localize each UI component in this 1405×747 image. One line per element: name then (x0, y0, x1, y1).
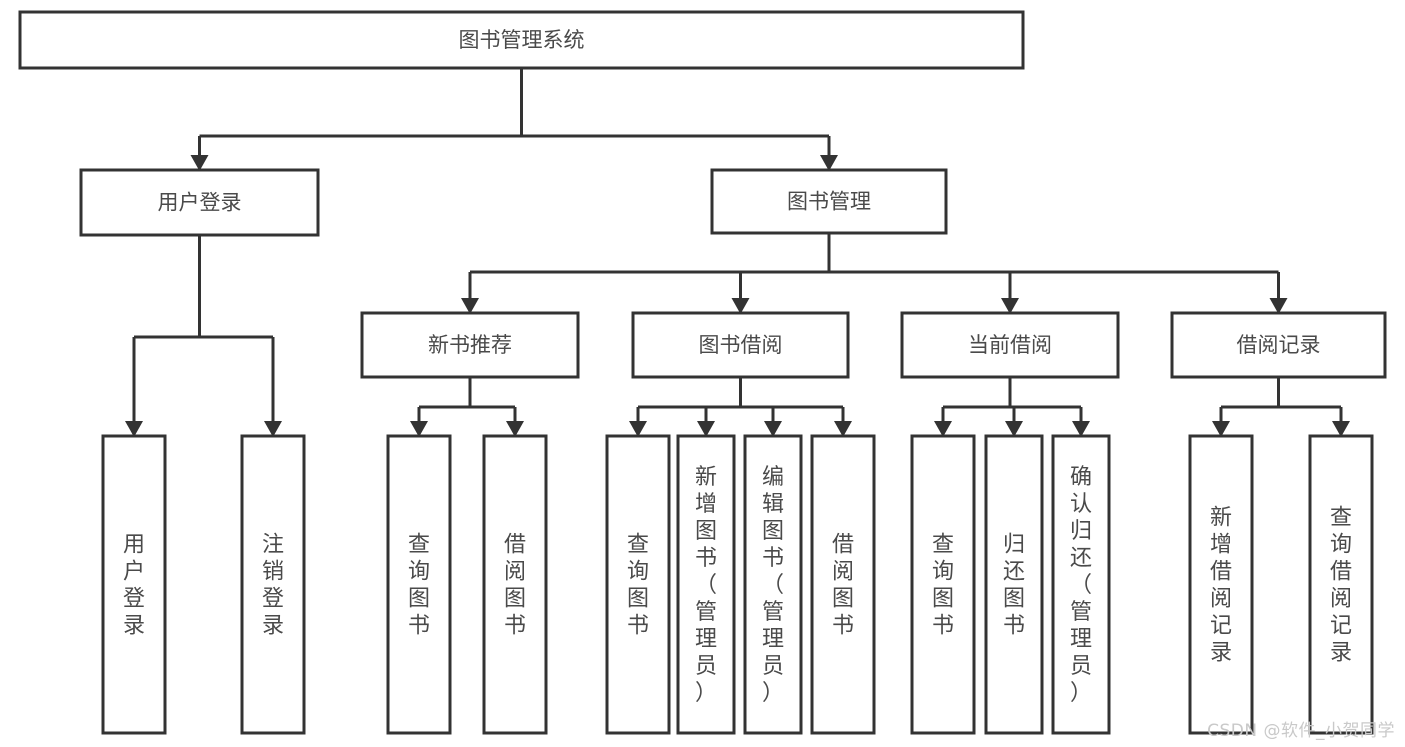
node-box[interactable] (360, 311, 580, 379)
node-label: 用户登录 (158, 191, 242, 215)
node-label: 查询借阅记录 (1330, 506, 1352, 666)
node-box[interactable] (710, 168, 948, 235)
arrowhead-icon (834, 421, 852, 437)
node-l12[interactable]: 新增借阅记录 (1188, 434, 1254, 735)
arrowhead-icon (731, 298, 750, 314)
node-l1[interactable]: 用户登录 (101, 434, 167, 735)
watermark-text: CSDN @软件_小贺同学 (1207, 721, 1395, 741)
node-l2[interactable]: 注销登录 (240, 434, 306, 735)
node-box[interactable] (1308, 434, 1374, 735)
node-user_login[interactable]: 用户登录 (79, 168, 320, 237)
arrowhead-icon (1072, 421, 1090, 437)
node-l13[interactable]: 查询借阅记录 (1308, 434, 1374, 735)
node-borrow_rec[interactable]: 借阅记录 (1170, 311, 1387, 379)
edge-group-borrow_book (629, 377, 852, 437)
arrowhead-icon (125, 421, 143, 437)
node-box[interactable] (984, 434, 1044, 735)
node-label: 新增图书（管理员） (695, 465, 717, 706)
node-box[interactable] (1051, 434, 1111, 735)
edge-group-current_b (934, 377, 1090, 437)
arrowhead-icon (1332, 421, 1350, 437)
node-box[interactable] (900, 311, 1120, 379)
node-box[interactable] (482, 434, 548, 735)
node-l8[interactable]: 借阅图书 (810, 434, 876, 735)
node-box[interactable] (743, 434, 803, 735)
edge-group-book_mgmt (461, 233, 1288, 314)
node-l5[interactable]: 查询图书 (605, 434, 671, 735)
node-label: 当前借阅 (968, 333, 1052, 357)
node-l9[interactable]: 查询图书 (910, 434, 976, 735)
node-label: 确认归还（管理员） (1070, 465, 1092, 706)
node-box[interactable] (386, 434, 452, 735)
node-box[interactable] (18, 10, 1025, 70)
node-label: 用户登录 (123, 533, 145, 639)
node-book_mgmt[interactable]: 图书管理 (710, 168, 948, 235)
node-label: 编辑图书（管理员） (762, 465, 784, 706)
node-label: 图书管理 (787, 190, 871, 214)
node-label: 查询图书 (932, 533, 954, 639)
edge-group-borrow_rec (1212, 377, 1350, 437)
node-current_b[interactable]: 当前借阅 (900, 311, 1120, 379)
node-box[interactable] (101, 434, 167, 735)
arrowhead-icon (410, 421, 428, 437)
arrowhead-icon (764, 421, 782, 437)
arrowhead-icon (461, 298, 479, 314)
node-label: 借阅图书 (832, 533, 854, 639)
arrowhead-icon (820, 155, 838, 171)
node-l10[interactable]: 归还图书 (984, 434, 1044, 735)
arrowhead-icon (264, 421, 282, 437)
node-box[interactable] (240, 434, 306, 735)
node-box[interactable] (910, 434, 976, 735)
node-l4[interactable]: 借阅图书 (482, 434, 548, 735)
node-l11[interactable]: 确认归还（管理员） (1051, 434, 1111, 735)
arrowhead-icon (697, 421, 715, 437)
edge-group-new_books (410, 377, 524, 437)
node-l7[interactable]: 编辑图书（管理员） (743, 434, 803, 735)
node-root[interactable]: 图书管理系统 (18, 10, 1025, 70)
node-label: 新书推荐 (428, 333, 512, 357)
node-box[interactable] (631, 311, 850, 379)
arrowhead-icon (190, 155, 209, 171)
node-box[interactable] (1188, 434, 1254, 735)
arrowhead-icon (1269, 298, 1288, 314)
node-label: 归还图书 (1003, 533, 1025, 639)
node-box[interactable] (676, 434, 736, 735)
edge-group-root (190, 68, 838, 171)
node-l3[interactable]: 查询图书 (386, 434, 452, 735)
node-label: 新增借阅记录 (1210, 506, 1232, 666)
arrowhead-icon (506, 421, 524, 437)
node-label: 借阅记录 (1237, 333, 1321, 357)
node-new_books[interactable]: 新书推荐 (360, 311, 580, 379)
node-box[interactable] (79, 168, 320, 237)
node-box[interactable] (1170, 311, 1387, 379)
node-l6[interactable]: 新增图书（管理员） (676, 434, 736, 735)
node-label: 查询图书 (627, 533, 649, 639)
node-label: 借阅图书 (504, 533, 526, 639)
node-label: 查询图书 (408, 533, 430, 639)
edge-group-user_login (125, 235, 282, 437)
node-label: 图书借阅 (699, 333, 783, 357)
node-label: 图书管理系统 (459, 28, 585, 52)
arrowhead-icon (1001, 298, 1019, 314)
node-box[interactable] (605, 434, 671, 735)
node-borrow_book[interactable]: 图书借阅 (631, 311, 850, 379)
arrowhead-icon (1005, 421, 1023, 437)
node-box[interactable] (810, 434, 876, 735)
arrowhead-icon (934, 421, 952, 437)
arrowhead-icon (1212, 421, 1230, 437)
arrowhead-icon (629, 421, 647, 437)
node-label: 注销登录 (262, 533, 284, 639)
